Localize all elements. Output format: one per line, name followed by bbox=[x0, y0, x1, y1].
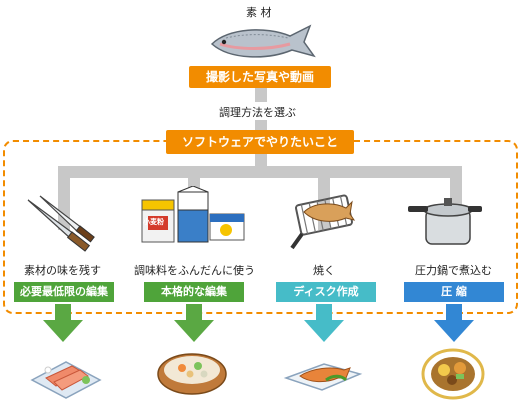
source-media-box: 撮影した写真や動画 bbox=[189, 66, 331, 88]
column-3-description: 焼く bbox=[313, 264, 335, 277]
down-arrow-icon bbox=[174, 304, 214, 342]
disc-creation-box: ディスク作成 bbox=[276, 282, 376, 302]
column-4-description: 圧力鍋で煮込む bbox=[415, 264, 492, 277]
minimal-edit-box: 必要最低限の編集 bbox=[14, 282, 114, 302]
down-arrow-icon bbox=[434, 304, 474, 342]
sashimi-dish-icon bbox=[30, 361, 102, 399]
down-arrow-icon bbox=[304, 304, 344, 342]
stew-dish-icon bbox=[157, 353, 227, 395]
knife-icon bbox=[27, 195, 95, 252]
grilled-fish-dish-icon bbox=[283, 363, 363, 391]
software-goal-box: ソフトウェアでやりたいこと bbox=[166, 130, 354, 154]
connector bbox=[255, 120, 267, 132]
grill-icon bbox=[290, 194, 356, 250]
connector bbox=[255, 154, 267, 168]
pressure-cooker-icon bbox=[408, 198, 482, 245]
connector bbox=[58, 166, 462, 178]
compression-box: 圧 縮 bbox=[404, 282, 504, 302]
down-arrow-icon bbox=[43, 304, 83, 342]
full-edit-box: 本格的な編集 bbox=[144, 282, 244, 302]
connector bbox=[255, 88, 267, 102]
column-2-description: 調味料をふんだんに使う bbox=[134, 264, 255, 277]
fish-icon bbox=[210, 24, 316, 58]
seasoning-icon bbox=[141, 186, 245, 243]
flour-bag-label: 小麦粉 bbox=[143, 218, 164, 226]
material-label: 素 材 bbox=[246, 6, 272, 19]
simmered-dish-icon bbox=[421, 348, 485, 400]
method-label: 調理方法を選ぶ bbox=[219, 106, 296, 119]
column-1-description: 素材の味を残す bbox=[24, 264, 101, 277]
